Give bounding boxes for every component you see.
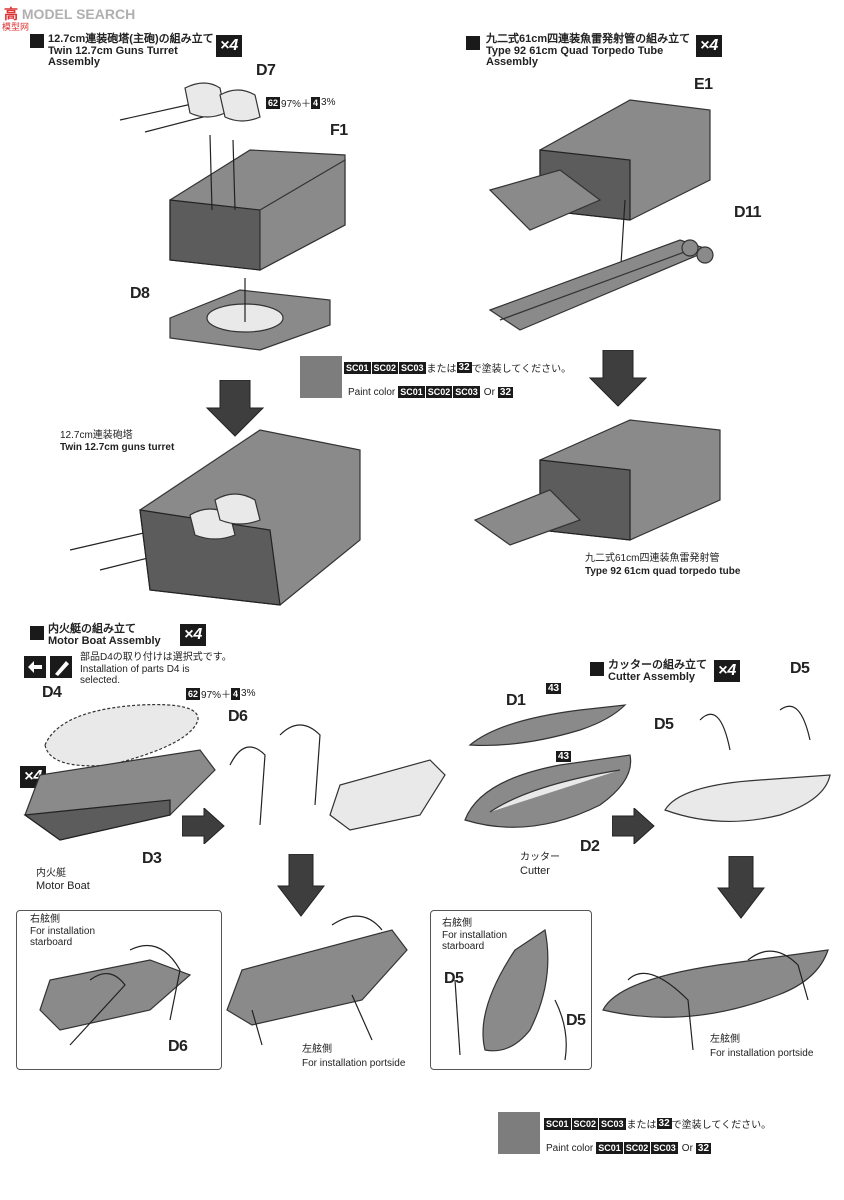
paint-instructions-en: Paint color SC01 SC02 SC03 Or 32 [348,386,514,398]
torpedo-assembled-diagram [473,419,721,546]
torpedo-result-en: Type 92 61cm quad torpedo tube [585,566,741,577]
cutter-davit-diagram [664,705,831,823]
torpedo-title-jp: 九二式61cm四連装魚雷発射管の組み立て [486,33,691,45]
section-marker [466,36,480,50]
motorboat-davit-diagram [229,724,446,831]
motorboat-name-jp: 内火艇 [36,868,66,879]
cutter-name-jp: カッター [520,852,560,863]
watermark-sub: 模型网 [2,22,30,32]
torpedo-qty-badge: ×4 [696,35,723,57]
torpedo-result-jp: 九二式61cm四連装魚雷発射管 [585,553,720,564]
down-arrow-icon [276,854,326,917]
part-label-d5d: D5 [566,1012,586,1029]
cutter-title-jp: カッターの組み立て [608,659,707,671]
motorboat-starboard-frame [16,910,222,1070]
part-label-d5a: D5 [790,660,810,677]
watermark: 高 MODEL SEARCH [4,6,136,22]
motorboat-starboard-en: For installation starboard [30,926,96,948]
cutter-starboard-jp: 右舷側 [442,918,472,929]
motorboat-portside-en: For installation portside [302,1058,406,1069]
part-label-d5b: D5 [654,716,674,733]
turret-title-jp: 12.7cm連装砲塔(主砲)の組み立て [48,33,214,45]
part-label-d8: D8 [130,285,150,302]
paint-swatch [498,1112,540,1154]
part-label-d7: D7 [256,62,276,79]
cutter-title-en: Cutter Assembly [608,671,696,683]
motorboat-exploded-diagram [23,703,216,841]
turret-title-en: Twin 12.7cm Guns Turret Assembly [48,45,178,68]
turret-result-en: Twin 12.7cm guns turret [60,442,175,453]
part-label-d5c: D5 [444,970,464,987]
motorboat-portside-jp: 左舷側 [302,1044,332,1055]
down-arrow-icon [716,856,766,919]
section-marker [30,626,44,640]
motorboat-title-jp: 内火艇の組み立て [48,623,136,635]
motorboat-title-en: Motor Boat Assembly [48,635,161,647]
paint-code-43b: 43 [556,751,572,762]
right-arrow-icon [182,808,225,844]
part-label-d4: D4 [42,684,62,701]
cutter-portside-jp: 左舷側 [710,1034,740,1045]
part-label-d1: D1 [506,692,526,709]
paint-swatch [300,356,342,398]
cutter-exploded-diagram [464,704,632,828]
cutter-starboard-frame [430,910,592,1070]
motorboat-starboard-diagram [39,944,192,1046]
section-marker [590,662,604,676]
paint-instructions-jp: SC01 SC02 SC03 または 32 で塗装してください。 [544,1117,772,1131]
motorboat-note-jp: 部品D4の取り付けは選択式です。 [80,652,232,663]
part-label-d6: D6 [228,708,248,725]
turret-result-jp: 12.7cm連装砲塔 [60,430,133,441]
motorboat-note-en: Installation of parts D4 is selected. [80,664,190,686]
down-arrow-icon [588,350,648,407]
cutter-starboard-diagram [454,929,567,1060]
motorboat-name-en: Motor Boat [36,880,90,892]
torpedo-exploded-diagram [488,99,714,331]
turret-qty-badge: ×4 [216,35,243,57]
part-label-d6b: D6 [168,1038,188,1055]
turret-mix: 62 97%＋ 4 3% [266,96,336,110]
turret-exploded-diagram [119,82,346,351]
paint-instructions-jp: SC01 SC02 SC03 または 32 で塗装してください。 [344,361,572,375]
torpedo-title-en: Type 92 61cm Quad Torpedo Tube Assembly [486,45,664,68]
cutter-portside-en: For installation portside [710,1048,814,1059]
cutter-starboard-en: For installation starboard [442,930,508,952]
cutter-qty-badge: ×4 [714,660,741,682]
motorboat-mix: 62 97%＋ 4 3% [186,687,256,701]
part-label-e1: E1 [694,76,713,93]
motorboat-portside-diagram [226,915,408,1046]
motorboat-qty-badge: ×4 [180,624,207,646]
right-arrow-icon [612,808,655,844]
down-arrow-icon [205,380,265,437]
optional-parts-icon [24,656,72,678]
turret-assembled-diagram [69,429,361,606]
part-label-d2: D2 [580,838,600,855]
paint-instructions-en: Paint color SC01 SC02 SC03 Or 32 [546,1142,712,1154]
part-label-d11: D11 [734,204,761,221]
section-marker [30,34,44,48]
part-label-f1: F1 [330,122,348,139]
paint-code-43: 43 [546,683,562,694]
motorboat-starboard-jp: 右舷側 [30,914,60,925]
cutter-name-en: Cutter [520,865,550,877]
part-label-d3: D3 [142,850,162,867]
cutter-portside-diagram [602,949,829,1051]
